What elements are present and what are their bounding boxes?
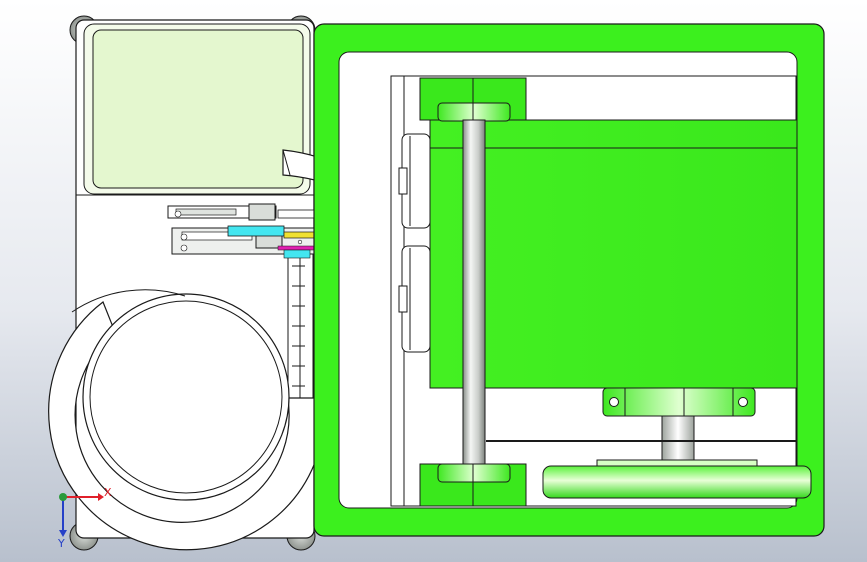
- bowl-inner-2: [89, 300, 283, 494]
- axis-origin: [59, 493, 67, 501]
- vertical-shaft: [462, 119, 486, 465]
- bottom-disc: [542, 465, 812, 499]
- motor-mount: [602, 387, 756, 417]
- right-frame: [313, 23, 825, 537]
- rail-ticks: [292, 258, 305, 398]
- axis-triad: X Y: [57, 486, 112, 550]
- bowl-inner: [82, 293, 290, 501]
- motor-post: [661, 415, 695, 463]
- roller-lower: [398, 245, 431, 353]
- tray-inner: [92, 29, 304, 189]
- left-module: [48, 15, 409, 551]
- y-axis-label: Y: [57, 537, 65, 550]
- roller-upper: [398, 133, 431, 229]
- x-axis-label: X: [104, 486, 112, 499]
- green-housing: [429, 119, 798, 389]
- cyan-block: [227, 225, 285, 237]
